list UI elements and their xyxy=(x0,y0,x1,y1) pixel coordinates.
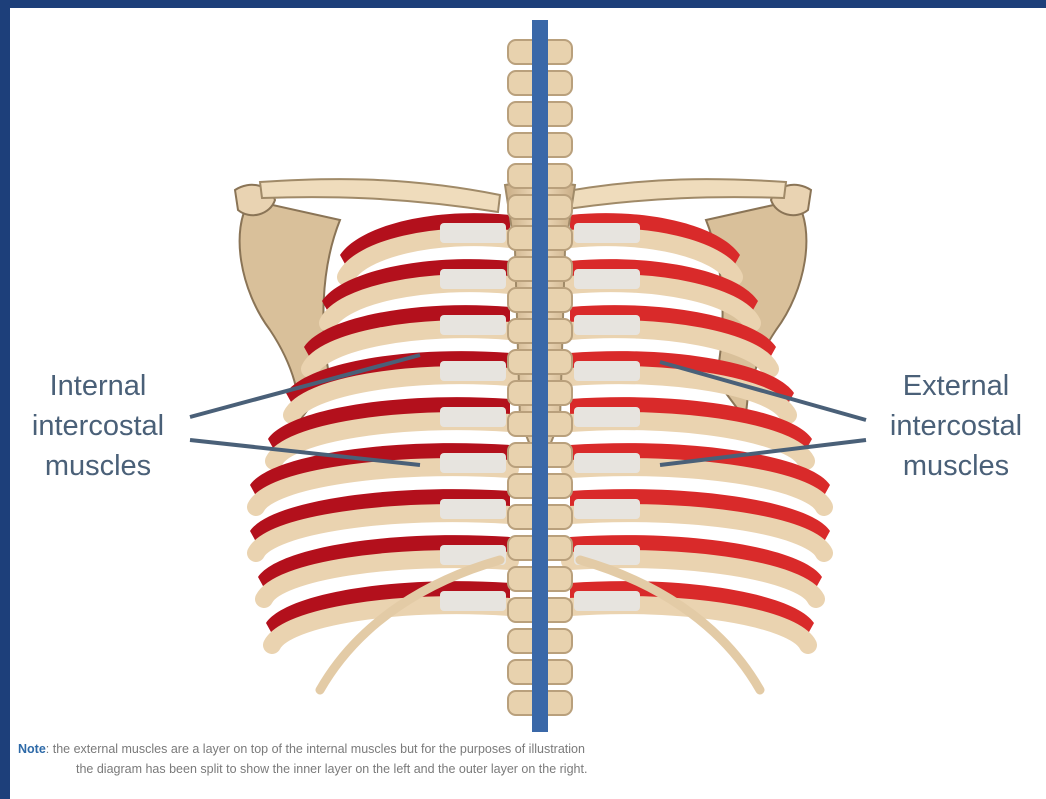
internal-label-line-3: muscles xyxy=(8,446,188,486)
internal-intercostal-label: Internal intercostal muscles xyxy=(8,366,188,486)
center-divider-line xyxy=(532,20,548,732)
right-costal-cartilage xyxy=(574,591,640,611)
footnote: Note: the external muscles are a layer o… xyxy=(18,739,1038,779)
left-costal-cartilage xyxy=(440,407,506,427)
right-costal-cartilage xyxy=(574,315,640,335)
left-costal-cartilage xyxy=(440,361,506,381)
note-key: Note xyxy=(18,742,46,756)
right-costal-cartilage xyxy=(574,453,640,473)
right-clavicle xyxy=(546,179,786,212)
right-costal-cartilage xyxy=(574,269,640,289)
left-costal-cartilage xyxy=(440,269,506,289)
external-label-line-3: muscles xyxy=(866,446,1046,486)
left-lower-rib xyxy=(320,560,500,690)
external-intercostal-label: External intercostal muscles xyxy=(866,366,1046,486)
left-costal-cartilage xyxy=(440,591,506,611)
left-clavicle xyxy=(260,179,500,212)
external-label-line-1: External xyxy=(866,366,1046,406)
note-line-1: : the external muscles are a layer on to… xyxy=(46,742,585,756)
note-line-2: the diagram has been split to show the i… xyxy=(18,759,1038,779)
right-costal-cartilage xyxy=(574,361,640,381)
left-costal-cartilage xyxy=(440,223,506,243)
right-costal-cartilage xyxy=(574,223,640,243)
right-costal-cartilage xyxy=(574,407,640,427)
internal-label-line-2: intercostal xyxy=(8,406,188,446)
right-costal-cartilage xyxy=(574,499,640,519)
left-costal-cartilage xyxy=(440,453,506,473)
left-costal-cartilage xyxy=(440,315,506,335)
external-label-line-2: intercostal xyxy=(866,406,1046,446)
left-costal-cartilage xyxy=(440,499,506,519)
right-lower-rib xyxy=(580,560,760,690)
internal-label-line-1: Internal xyxy=(8,366,188,406)
